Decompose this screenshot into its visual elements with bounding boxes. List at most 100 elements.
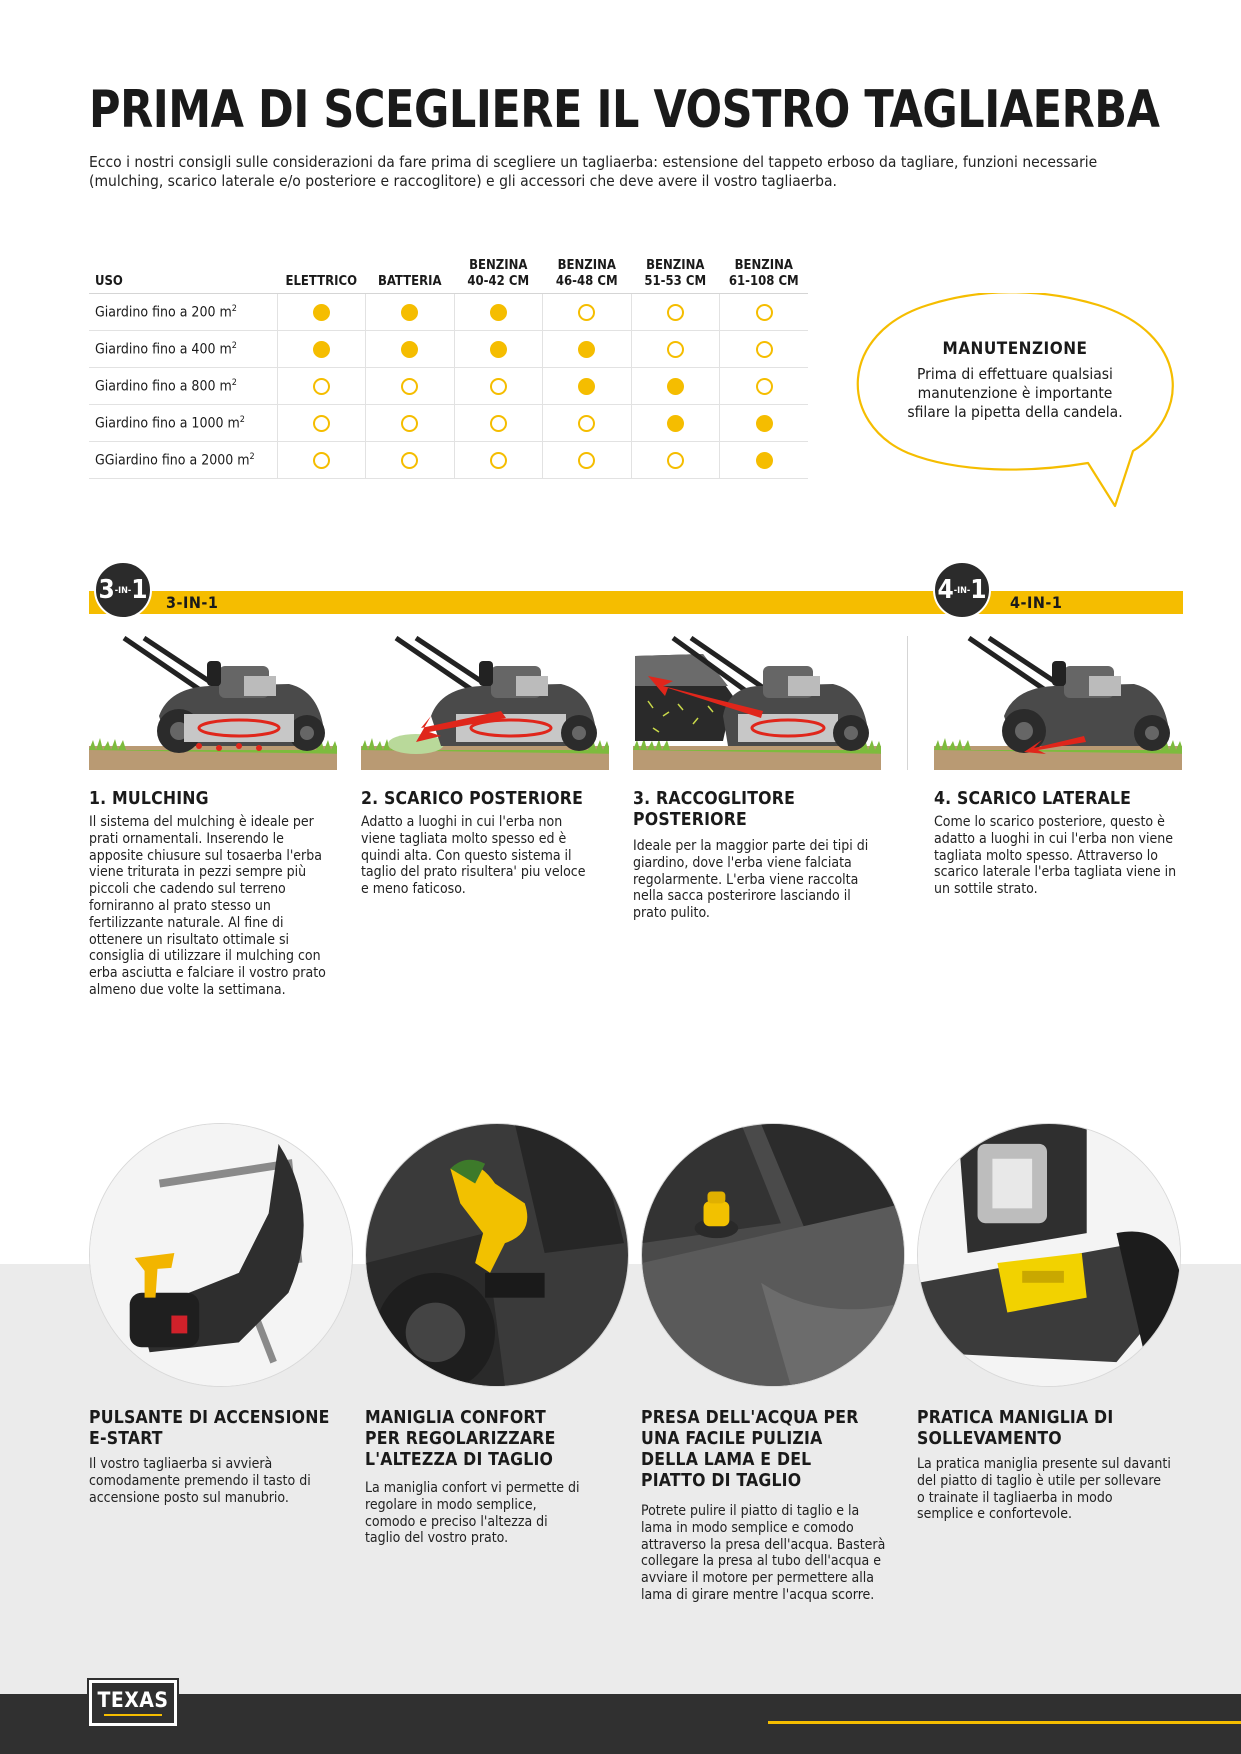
suitability-cell [453, 330, 543, 368]
function-band [89, 591, 1183, 614]
filled-circle-icon [666, 377, 684, 395]
rear-collector-illustration [633, 636, 881, 770]
feature-title-water-inlet: PRESA DELL'ACQUA PER UNA FACILE PULIZIA … [641, 1408, 859, 1491]
badge-4-in-1: 4-IN-1 [933, 561, 991, 619]
empty-circle-icon [489, 414, 507, 432]
filled-circle-icon [755, 451, 773, 469]
feature-text-lifting-handle: La pratica maniglia presente sul davanti… [917, 1456, 1171, 1523]
suitability-cell [276, 367, 366, 405]
filled-circle-icon [578, 340, 596, 358]
lifting-handle-photo [917, 1123, 1181, 1387]
row-label: Giardino fino a 400 m2 [89, 330, 277, 368]
comfort-handle-photo [365, 1123, 629, 1387]
empty-circle-icon [312, 377, 330, 395]
intro-text: Ecco i nostri consigli sulle considerazi… [89, 153, 1098, 190]
table-row: Giardino fino a 800 m2 [89, 367, 808, 405]
row-label: Giardino fino a 800 m2 [89, 367, 277, 405]
col-header-batteria: BATTERIA [365, 258, 454, 294]
mulching-illustration [89, 636, 337, 770]
suitability-cell [542, 367, 631, 405]
empty-circle-icon [666, 340, 684, 358]
suitability-cell [365, 293, 454, 331]
feature-title-comfort-handle: MANIGLIA CONFORT PER REGOLARIZZARE L'ALT… [365, 1408, 556, 1470]
rear-discharge-illustration [361, 636, 609, 770]
filled-circle-icon [755, 414, 773, 432]
side-discharge-illustration [934, 636, 1182, 770]
empty-circle-icon [578, 303, 596, 321]
table-row: GGiardino fino a 2000 m2 [89, 441, 808, 479]
empty-circle-icon [489, 377, 507, 395]
suitability-cell [365, 330, 454, 368]
feature-text-comfort-handle: La maniglia confort vi permette di regol… [365, 1480, 580, 1547]
band-label-3-in-1: 3-IN-1 [166, 593, 219, 612]
uso-header: USO [89, 258, 277, 294]
suitability-cell [630, 441, 720, 479]
suitability-cell [542, 330, 631, 368]
suitability-cell [542, 441, 631, 479]
suitability-cell [365, 367, 454, 405]
water-inlet-photo [641, 1123, 905, 1387]
feature-text-e-start: Il vostro tagliaerba si avvierà comodame… [89, 1456, 311, 1506]
badge-3-in-1: 3-IN-1 [94, 561, 152, 619]
empty-circle-icon [578, 451, 596, 469]
empty-circle-icon [755, 377, 773, 395]
suitability-cell [453, 441, 543, 479]
empty-circle-icon [401, 451, 419, 469]
function-text-side-discharge: Come lo scarico posteriore, questo è ada… [934, 814, 1177, 898]
filled-circle-icon [489, 340, 507, 358]
row-label: Giardino fino a 1000 m2 [89, 404, 277, 442]
col-header-elettrico: ELETTRICO [277, 258, 366, 294]
function-title-side-discharge: 4. SCARICO LATERALE [934, 789, 1132, 809]
footer-bar [0, 1694, 1241, 1754]
texas-logo: TEXAS [87, 1678, 179, 1728]
function-title-rear-collector: 3. RACCOGLITORE POSTERIORE [633, 789, 796, 830]
empty-circle-icon [755, 340, 773, 358]
suitability-cell [276, 404, 366, 442]
empty-circle-icon [489, 451, 507, 469]
empty-circle-icon [755, 303, 773, 321]
feature-text-water-inlet: Potrete pulire il piatto di taglio e la … [641, 1503, 886, 1603]
row-label: Giardino fino a 200 m2 [89, 293, 277, 331]
suitability-cell [542, 293, 631, 331]
suitability-cell [719, 441, 808, 479]
suitability-cell [542, 404, 631, 442]
suitability-cell [453, 293, 543, 331]
footer-accent-line [768, 1721, 1241, 1724]
row-label: GGiardino fino a 2000 m2 [89, 441, 277, 479]
page-title: PRIMA DI SCEGLIERE IL VOSTRO TAGLIAERBA [89, 80, 1160, 140]
filled-circle-icon [578, 377, 596, 395]
empty-circle-icon [401, 377, 419, 395]
suitability-cell [719, 404, 808, 442]
suitability-cell [276, 441, 366, 479]
function-title-rear-discharge: 2. SCARICO POSTERIORE [361, 789, 584, 809]
suitability-cell [276, 293, 366, 331]
suitability-cell [365, 404, 454, 442]
filled-circle-icon [666, 414, 684, 432]
e-start-photo [89, 1123, 353, 1387]
filled-circle-icon [312, 303, 330, 321]
suitability-cell [630, 367, 720, 405]
empty-circle-icon [666, 303, 684, 321]
function-text-mulching: Il sistema del mulching è ideale per pra… [89, 814, 326, 998]
empty-circle-icon [578, 414, 596, 432]
empty-circle-icon [401, 414, 419, 432]
maintenance-bubble: MANUTENZIONE Prima di effettuare qualsia… [848, 293, 1184, 511]
suitability-cell [719, 367, 808, 405]
feature-title-lifting-handle: PRATICA MANIGLIA DI SOLLEVAMENTO [917, 1408, 1114, 1449]
suitability-cell [365, 441, 454, 479]
feature-title-e-start: PULSANTE DI ACCENSIONE E-START [89, 1408, 330, 1449]
function-text-rear-collector: Ideale per la maggior parte dei tipi di … [633, 838, 869, 922]
empty-circle-icon [312, 414, 330, 432]
suitability-cell [453, 367, 543, 405]
filled-circle-icon [489, 303, 507, 321]
filled-circle-icon [401, 303, 419, 321]
suitability-cell [719, 330, 808, 368]
table-row: Giardino fino a 400 m2 [89, 330, 808, 368]
